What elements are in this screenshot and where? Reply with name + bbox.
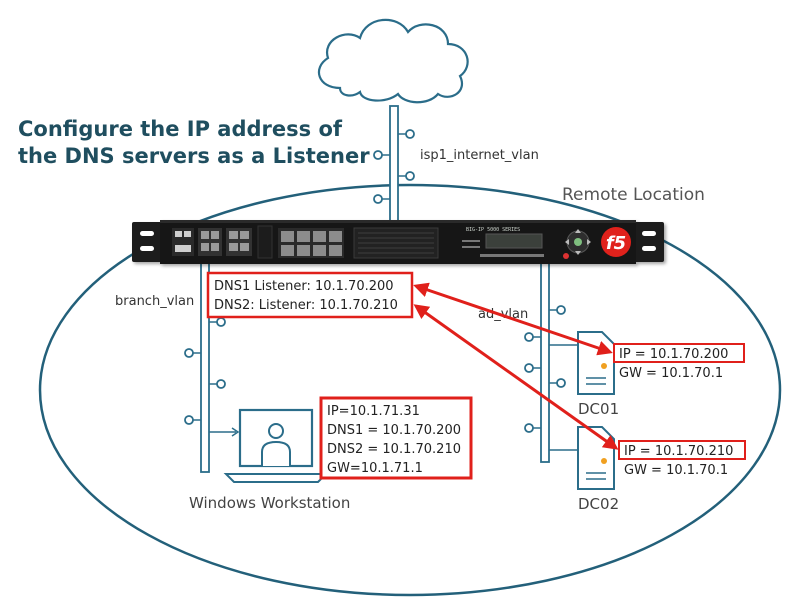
listener-dns2: DNS2: Listener: 10.1.70.210 <box>214 298 398 313</box>
internet-vlan-line <box>373 105 415 225</box>
listener-dns1: DNS1 Listener: 10.1.70.200 <box>214 279 394 294</box>
dc02-gw: GW = 10.1.70.1 <box>624 463 728 478</box>
dc02-ip: IP = 10.1.70.210 <box>624 444 733 459</box>
workstation-ip: IP=10.1.71.31 <box>327 404 420 419</box>
arrow-dns1-to-dc01 <box>413 282 613 356</box>
branch-vlan-line <box>184 261 240 473</box>
workstation-dns2: DNS2 = 10.1.70.210 <box>327 442 461 457</box>
remote-location-label: Remote Location <box>562 185 705 205</box>
device-model-label: BIG-IP 5000 SERIES <box>466 227 520 233</box>
server-icon <box>577 426 615 490</box>
dc01-ip: IP = 10.1.70.200 <box>619 347 728 362</box>
ad-vlan-line <box>524 261 578 463</box>
f5-logo: f5 <box>606 233 626 254</box>
server-icon <box>577 331 615 395</box>
workstation-name: Windows Workstation <box>189 494 350 512</box>
listener-box: DNS1 Listener: 10.1.70.200 DNS2: Listene… <box>206 271 414 319</box>
workstation-gw: GW=10.1.71.1 <box>327 461 423 476</box>
dc01-gw: GW = 10.1.70.1 <box>619 366 723 381</box>
dc02-ip-box <box>618 440 746 460</box>
title-line-2: the DNS servers as a Listener <box>18 144 370 168</box>
workstation-info-box: IP=10.1.71.31 DNS1 = 10.1.70.200 DNS2 = … <box>319 396 473 480</box>
branch-vlan-label: branch_vlan <box>115 294 194 309</box>
dc02-name: DC02 <box>578 495 619 513</box>
f5-appliance-icon: BIG-IP 5000 SERIES f5 <box>132 220 664 264</box>
internet-vlan-label: isp1_internet_vlan <box>420 148 539 163</box>
workstation-dns1: DNS1 = 10.1.70.200 <box>327 423 461 438</box>
title-line-1: Configure the IP address of <box>18 117 343 141</box>
arrow-dns2-to-dc02 <box>413 304 619 450</box>
remote-location-boundary <box>38 183 782 597</box>
workstation-icon <box>223 408 329 483</box>
cloud-icon <box>317 18 469 104</box>
dc01-name: DC01 <box>578 400 619 418</box>
